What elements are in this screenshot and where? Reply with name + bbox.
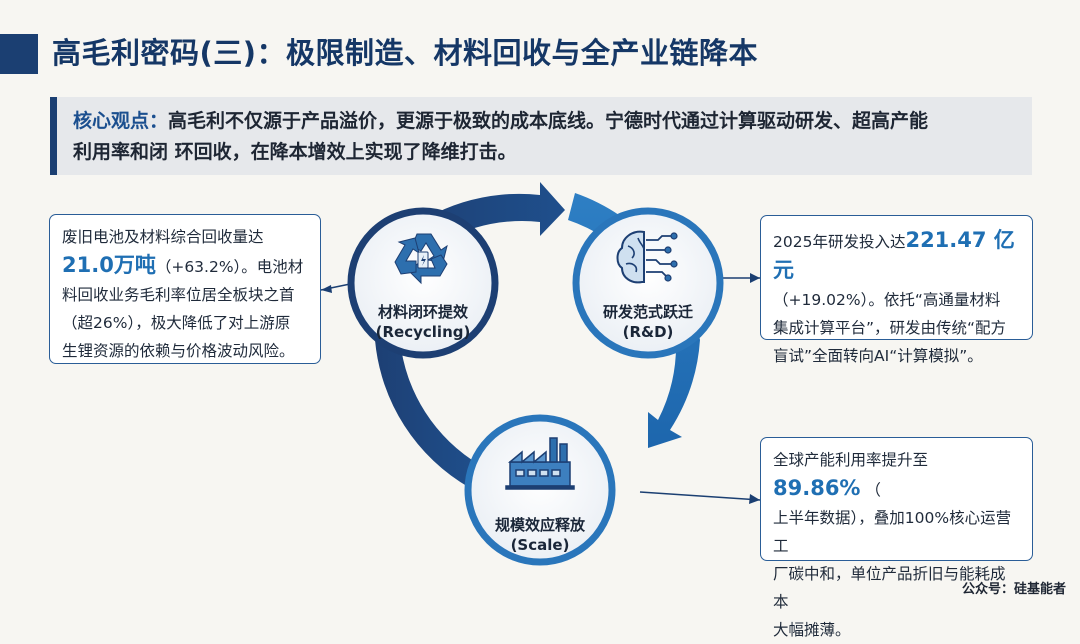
scale-subtitle: (Scale): [510, 536, 570, 554]
utilization-value: 89.86%: [773, 476, 861, 500]
scale-prefix: 全球产能利用率提升至: [773, 451, 929, 469]
scale-suffix: （: [865, 481, 881, 499]
node-scale: [464, 414, 616, 566]
page-title: 高毛利密码(三)：极限制造、材料回收与全产业链降本: [52, 36, 759, 70]
recycling-info-line-4: （超26%），极大降低了对上游原: [62, 314, 291, 332]
footer-source: 公众号：硅基能者: [961, 582, 1066, 597]
recycling-info-line-2: 21.0万吨（+63.2%）。电池材: [62, 251, 308, 281]
rd-info-line-3: 集成计算平台”，研发由传统“配方: [773, 319, 1007, 337]
recycling-info-line-3: 料回收业务毛利率位居全板块之首: [62, 286, 295, 304]
core-label: 核心观点：: [73, 110, 169, 132]
node-rd: [572, 207, 724, 359]
recycling-info-line-5: 生锂资源的依赖与价格波动风险。: [62, 342, 295, 360]
node-scale-label: 规模效应释放 (Scale): [480, 515, 600, 555]
rd-title: 研发范式跃迁: [602, 303, 693, 321]
brain-circuit-icon: [616, 230, 678, 284]
rd-info-line-2: （+19.02%）。依托“高通量材料: [773, 291, 1001, 309]
scale-info-line-2: 上半年数据），叠加100%核心运营工: [773, 509, 1012, 555]
recycling-growth-text: （+63.2%）。电池材: [155, 258, 304, 276]
cycle-diagram: [320, 182, 761, 566]
node-rd-label: 研发范式跃迁 (R&D): [588, 302, 708, 342]
rd-info-line-1: 2025年研发投入达221.47 亿元: [773, 226, 1020, 286]
core-viewpoint: 核心观点：高毛利不仅源于产品溢价，更源于极致的成本底线。宁德时代通过计算驱动研发…: [50, 97, 1032, 175]
scale-title: 规模效应释放: [494, 516, 585, 534]
title-accent-bar: [0, 34, 38, 74]
rd-info-box: 2025年研发投入达221.47 亿元 （+19.02%）。依托“高通量材料 集…: [760, 215, 1033, 365]
scale-info-box: 全球产能利用率提升至 89.86% （ 上半年数据），叠加100%核心运营工 厂…: [760, 437, 1033, 639]
scale-info-line-1: 全球产能利用率提升至 89.86% （: [773, 446, 1020, 504]
factory-icon: [505, 437, 575, 490]
rd-investment-value: 221.47 亿元: [773, 228, 1015, 282]
recycling-volume-value: 21.0万吨: [62, 253, 156, 277]
rd-prefix: 2025年研发投入达: [773, 233, 906, 251]
node-recycling: [347, 207, 499, 359]
recycling-title: 材料闭环提效: [377, 303, 468, 321]
core-line-1: 核心观点：高毛利不仅源于产品溢价，更源于极致的成本底线。宁德时代通过计算驱动研发…: [73, 106, 1016, 137]
core-text-1: 高毛利不仅源于产品溢价，更源于极致的成本底线。宁德时代通过计算驱动研发、超高产能: [168, 110, 929, 132]
recycle-icon: [394, 233, 448, 285]
connector-lines: [320, 273, 761, 504]
core-text-2: 利用率和闭 环回收，在降本增效上实现了降维打击。: [73, 141, 517, 163]
recycling-info-box: 废旧电池及材料综合回收量达 21.0万吨（+63.2%）。电池材 料回收业务毛利…: [49, 214, 321, 364]
rd-info-line-4: 盲试”全面转向AI“计算模拟”。: [773, 347, 983, 365]
recycling-info-line-1: 废旧电池及材料综合回收量达: [62, 228, 264, 246]
rd-subtitle: (R&D): [622, 323, 674, 341]
node-recycling-label: 材料闭环提效 (Recycling): [363, 302, 483, 342]
scale-info-line-4: 大幅摊薄。: [773, 621, 851, 639]
recycling-subtitle: (Recycling): [375, 323, 471, 341]
